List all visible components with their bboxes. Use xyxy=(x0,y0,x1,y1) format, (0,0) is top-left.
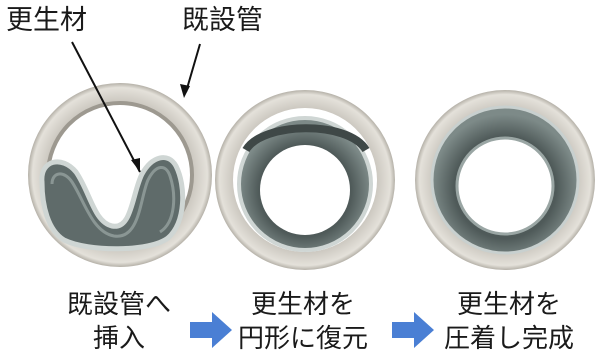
label-renewal-material: 更生材 xyxy=(6,5,87,36)
step-caption-restore: 更生材を 円形に復元 xyxy=(228,288,378,356)
pipe-bore-2 xyxy=(260,145,350,235)
step-2-line2: 円形に復元 xyxy=(237,324,368,354)
step-3-line1: 更生材を xyxy=(456,290,561,320)
step-arrow-icon xyxy=(190,312,232,348)
step-2-line1: 更生材を xyxy=(250,290,355,320)
pointer-arrowhead-renewal xyxy=(131,158,140,172)
pipe-stage-insert xyxy=(28,41,212,267)
step-caption-insert: 既設管へ 挿入 xyxy=(44,288,194,356)
pipe-stage-complete xyxy=(415,90,595,270)
pointer-line-pipe xyxy=(185,43,201,93)
pointer-line-renewal xyxy=(71,41,141,173)
pipe-bore-3 xyxy=(455,136,555,236)
pipe-stage-restore xyxy=(215,90,395,270)
step-1-line2: 挿入 xyxy=(92,324,145,354)
pipe-illustrations xyxy=(28,41,595,270)
label-existing-pipe: 既設管 xyxy=(182,5,263,36)
step-caption-complete: 更生材を 圧着し完成 xyxy=(434,288,584,356)
step-1-line1: 既設管へ xyxy=(66,290,171,320)
pointer-arrowhead-pipe xyxy=(180,84,190,98)
step-arrow-icon xyxy=(392,312,434,348)
step-3-line2: 圧着し完成 xyxy=(443,324,574,354)
